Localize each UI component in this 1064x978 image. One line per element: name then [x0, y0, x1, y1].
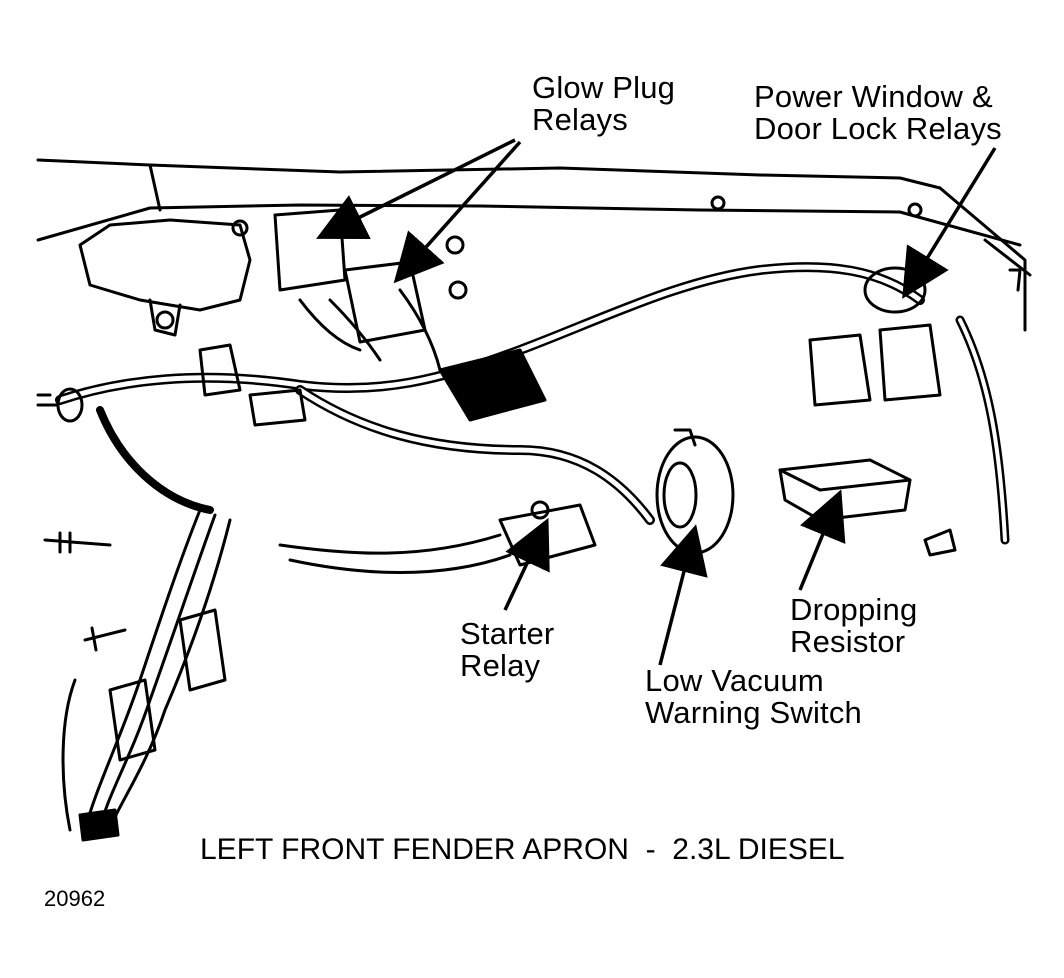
fender-lip — [148, 163, 162, 212]
reservoir-tab — [148, 298, 182, 337]
label-glow-plug-line1: Glow Plug — [532, 70, 676, 105]
reservoir-bolt — [155, 310, 175, 330]
fender-inner-edge — [36, 203, 1022, 247]
bundle-wires — [83, 508, 232, 832]
label-glow-plug-relays: Glow Plug Relays — [532, 72, 675, 136]
label-power-window-line1: Power Window & — [754, 79, 993, 114]
label-power-window-line2: Door Lock Relays — [754, 111, 1002, 146]
relay-stud-2 — [448, 280, 468, 300]
leader-glow-plug-2 — [393, 140, 522, 284]
label-starter-relay: Starter Relay — [460, 618, 554, 682]
leader-starter — [503, 517, 550, 611]
label-dropping-line2: Resistor — [790, 624, 906, 659]
dropping-resistor-top — [778, 468, 912, 492]
dropping-resistor-box — [778, 458, 912, 522]
harness-lower-inner — [297, 387, 653, 523]
leader-power-window — [902, 147, 997, 299]
ground-lug — [923, 528, 957, 557]
starter-relay-wires — [278, 533, 512, 574]
fender-right-edge — [983, 238, 1032, 277]
harness-right-drop — [955, 315, 1010, 545]
label-power-window-relays: Power Window & Door Lock Relays — [754, 81, 1002, 145]
vacuum-switch-neck — [673, 428, 697, 447]
reservoir-body — [78, 218, 252, 312]
figure-caption: LEFT FRONT FENDER APRON - 2.3L DIESEL — [200, 833, 845, 866]
label-dropping-line1: Dropping — [790, 592, 918, 627]
label-dropping-resistor: Dropping Resistor — [790, 594, 917, 658]
connector-block-mid — [438, 348, 547, 422]
relay-block-left — [273, 208, 347, 292]
vacuum-switch-face — [662, 461, 698, 529]
harness-right-drop-inner — [958, 318, 1007, 542]
fender-top-edge — [36, 158, 942, 190]
connector-block-left — [198, 343, 242, 397]
pw-relay-2 — [878, 323, 942, 402]
bundle-connector-2 — [108, 678, 157, 762]
label-low-vacuum-switch: Low Vacuum Warning Switch — [645, 665, 862, 729]
bundle-connector-1 — [178, 608, 227, 692]
grommet-bracket — [36, 393, 60, 407]
bundle-clip — [78, 808, 120, 842]
connector-block-right — [248, 388, 307, 427]
fender-right-flange — [938, 186, 1027, 332]
label-starter-line2: Relay — [460, 648, 541, 683]
right-stud — [1008, 268, 1022, 292]
right-bolt — [907, 202, 923, 218]
label-low-vacuum-line1: Low Vacuum — [645, 663, 824, 698]
label-starter-line1: Starter — [460, 616, 555, 651]
bundle-loop — [61, 678, 77, 832]
relay-stud — [445, 235, 465, 255]
harness-left-branch — [96, 406, 214, 514]
pw-relay-1 — [808, 333, 872, 407]
label-glow-plug-line2: Relays — [532, 102, 628, 137]
left-pigtail-2 — [83, 626, 127, 652]
bracket-bolt — [231, 219, 249, 237]
leader-glow-plug-1 — [316, 138, 516, 240]
leader-low-vacuum — [658, 524, 708, 666]
left-pigtail — [43, 531, 112, 554]
leader-dropping — [798, 489, 846, 591]
right-bolt-2 — [710, 195, 726, 211]
relay-wires — [298, 288, 442, 372]
label-low-vacuum-line2: Warning Switch — [645, 695, 862, 730]
figure-number: 20962 — [44, 886, 106, 911]
